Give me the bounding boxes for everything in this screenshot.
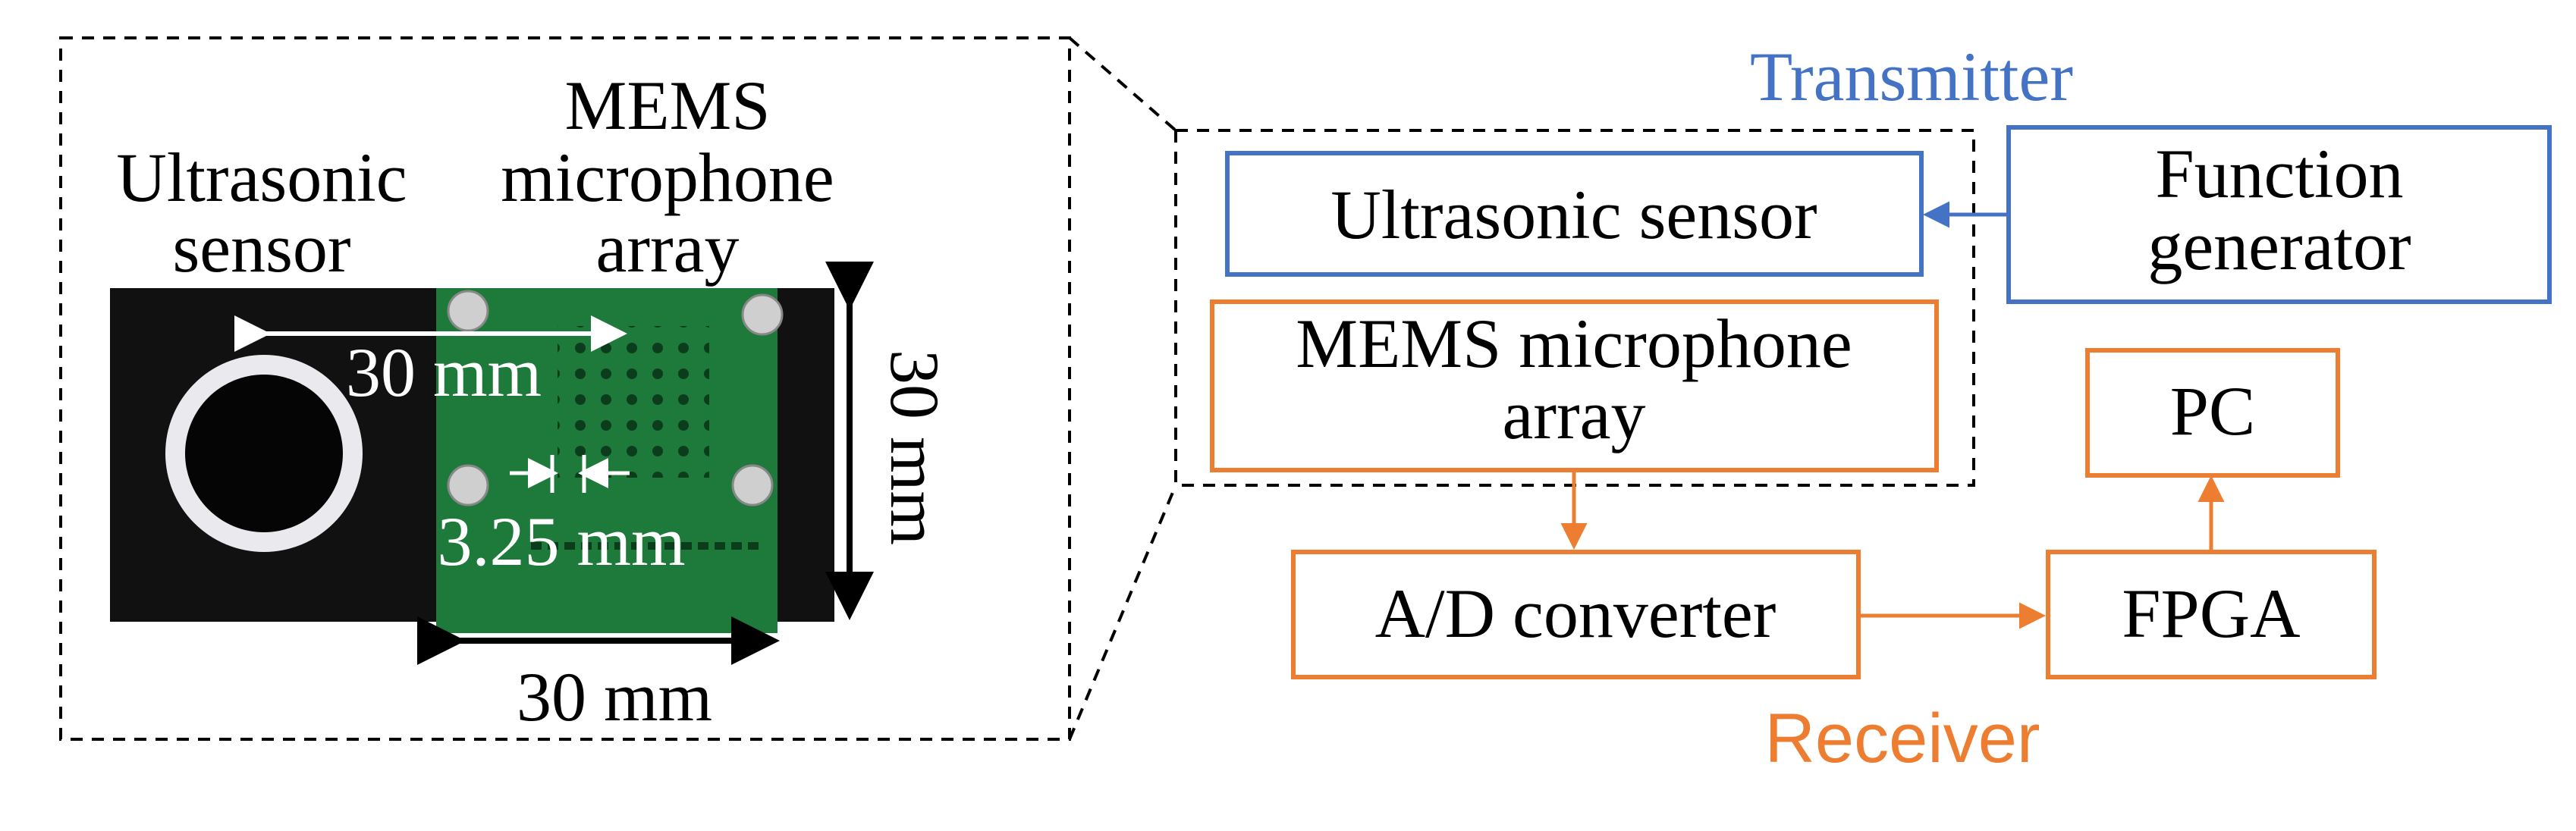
screw <box>447 290 489 332</box>
fpga-block: FPGA <box>2046 550 2377 679</box>
dim-height-right: 30 mm <box>876 350 953 545</box>
mems-array-text-line1: MEMS microphone <box>1296 305 1852 382</box>
ad-converter-text: A/D converter <box>1375 575 1776 652</box>
mems-label-line2: array <box>596 209 740 287</box>
ultrasonic-label-line1: Ultrasonic <box>116 139 407 216</box>
function-generator-text-line1: Function <box>2155 135 2403 212</box>
fpga-text: FPGA <box>2122 575 2300 652</box>
ad-converter-block: A/D converter <box>1291 550 1861 679</box>
pc-block: PC <box>2085 348 2340 478</box>
mems-array-block: MEMS microphone array <box>1210 299 1939 472</box>
ultrasonic-transducer-face <box>185 375 343 532</box>
dim-pitch: 3.25 mm <box>437 503 685 580</box>
zoom-line-bottom <box>1068 484 1177 740</box>
pcb-hole-array <box>558 326 709 478</box>
ultrasonic-sensor-text: Ultrasonic sensor <box>1330 176 1817 253</box>
pc-text: PC <box>2170 372 2256 450</box>
function-generator-text-line2: generator <box>2147 207 2411 284</box>
ultrasonic-label-line2: sensor <box>172 209 350 287</box>
transmitter-label: Transmitter <box>1750 38 2073 115</box>
screw <box>741 293 784 336</box>
dim-width-bottom: 30 mm <box>517 658 712 735</box>
mems-array-text-line2: array <box>1503 376 1646 453</box>
ultrasonic-sensor-block: Ultrasonic sensor <box>1225 151 1924 277</box>
mems-label-line1: microphone <box>501 139 834 216</box>
mems-title-label: MEMS <box>565 67 771 144</box>
dim-width-top: 30 mm <box>346 334 542 411</box>
screw <box>731 464 774 506</box>
zoom-line-top <box>1068 36 1177 132</box>
photo-frame <box>59 36 1071 741</box>
screw <box>447 464 489 506</box>
function-generator-block: Function generator <box>2006 125 2552 304</box>
receiver-label: Receiver <box>1764 700 2040 777</box>
